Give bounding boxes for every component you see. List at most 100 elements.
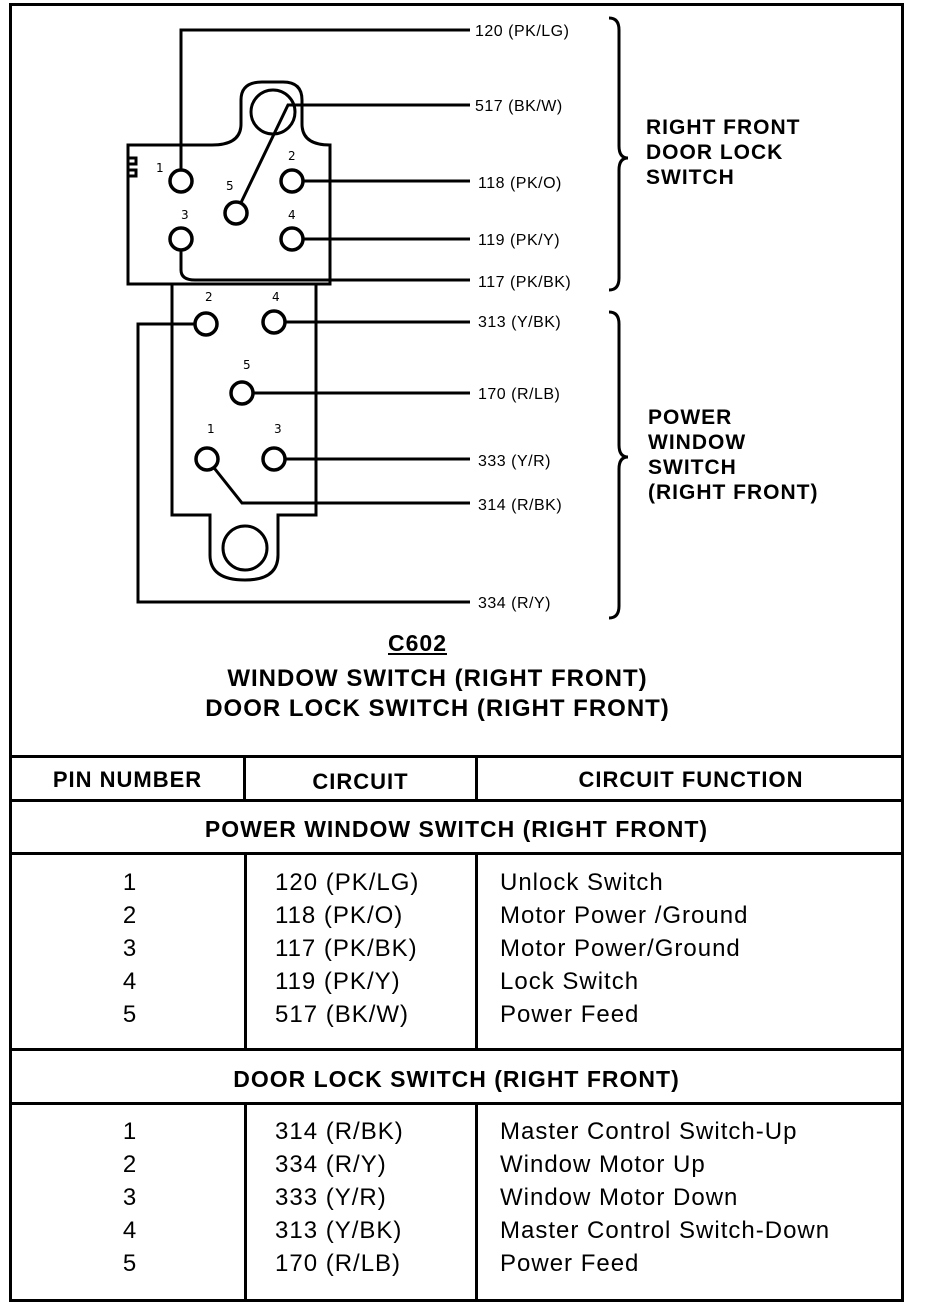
header-rule: [9, 799, 904, 802]
col-divider: [475, 852, 478, 1050]
wire-label: 120 (PK/LG): [475, 23, 569, 40]
table-cell-function: Power Feed: [500, 1001, 640, 1028]
table-cell-function: Lock Switch: [500, 968, 640, 995]
door-lock-group-label: SWITCH: [646, 166, 735, 189]
lower-pin-4: [261, 309, 287, 335]
table-cell-pin: 5: [122, 1250, 138, 1277]
wire-label: 333 (Y/R): [478, 453, 551, 470]
table-cell-function: Motor Power /Ground: [500, 902, 749, 929]
window-group-label: WINDOW: [648, 431, 746, 454]
table-cell-pin: 1: [122, 869, 138, 896]
function-column: Unlock Switch Motor Power /Ground Motor …: [500, 866, 900, 1031]
section1-rule: [9, 852, 904, 855]
lower-pin-5-number: 5: [243, 358, 251, 372]
table-cell-function: Window Motor Down: [500, 1184, 739, 1211]
lower-pin-1-number: 1: [207, 422, 215, 436]
wire-label: 517 (BK/W): [475, 98, 563, 115]
table-cell-circuit: 117 (PK/BK): [275, 935, 418, 962]
wire-label: 313 (Y/BK): [478, 314, 561, 331]
table-cell-function: Motor Power/Ground: [500, 935, 741, 962]
section-title-window: POWER WINDOW SWITCH (RIGHT FRONT): [204, 816, 709, 842]
table-cell-circuit: 120 (PK/LG): [275, 869, 420, 896]
upper-pin-5-number: 5: [226, 179, 234, 193]
table-cell-pin: 3: [122, 1184, 138, 1211]
table-cell-circuit: 333 (Y/R): [275, 1184, 387, 1211]
door-lock-group-label: DOOR LOCK: [646, 141, 783, 164]
circuit-column: 120 (PK/LG) 118 (PK/O) 117 (PK/BK) 119 (…: [275, 866, 475, 1031]
lower-pin-4-number: 4: [272, 290, 280, 304]
table-cell-pin: 5: [122, 1001, 138, 1028]
upper-pin-1: [168, 168, 194, 194]
table-cell-pin: 4: [122, 968, 138, 995]
lower-pin-1: [194, 446, 220, 472]
table-top-rule: [9, 755, 904, 758]
col-divider: [475, 755, 478, 802]
table-cell-function: Power Feed: [500, 1250, 640, 1277]
lower-pin-2-number: 2: [205, 290, 213, 304]
pin-column: 1 2 3 4 5: [95, 866, 165, 1031]
door-lock-brace: [608, 16, 629, 292]
pin-column: 1 2 3 4 5: [95, 1115, 165, 1280]
function-column: Master Control Switch-Up Window Motor Up…: [500, 1115, 900, 1280]
upper-pin-3-number: 3: [181, 208, 189, 222]
header-circuit-function: CIRCUIT FUNCTION: [578, 767, 804, 792]
connector-title-line2: DOOR LOCK SWITCH (RIGHT FRONT): [205, 695, 670, 722]
table-cell-pin: 3: [122, 935, 138, 962]
col-divider: [475, 1102, 478, 1299]
table-cell-circuit: 119 (PK/Y): [275, 968, 401, 995]
table-cell-pin: 2: [122, 902, 138, 929]
header-pin-number: PIN NUMBER: [52, 767, 203, 792]
table-cell-function: Window Motor Up: [500, 1151, 706, 1178]
upper-pin-5: [223, 200, 249, 226]
wire-label: 119 (PK/Y): [478, 232, 560, 249]
upper-pin-1-number: 1: [156, 161, 164, 175]
col-divider: [243, 755, 246, 802]
table-cell-circuit: 313 (Y/BK): [275, 1217, 403, 1244]
window-group-label: (RIGHT FRONT): [648, 481, 818, 504]
col-divider: [244, 1102, 247, 1299]
wire-label: 334 (R/Y): [478, 595, 551, 612]
upper-pin-2-number: 2: [288, 149, 296, 163]
lower-pin-3-number: 3: [274, 422, 282, 436]
table-cell-pin: 1: [122, 1118, 138, 1145]
table-cell-circuit: 334 (R/Y): [275, 1151, 387, 1178]
connector-title-line1: WINDOW SWITCH (RIGHT FRONT): [227, 665, 648, 692]
table-cell-circuit: 170 (R/LB): [275, 1250, 402, 1277]
upper-pin-2: [279, 168, 305, 194]
lower-connector-body: [170, 284, 318, 582]
key-tab: [128, 156, 138, 178]
upper-connector-body: [126, 80, 332, 286]
door-lock-group-label: RIGHT FRONT: [646, 116, 800, 139]
connector-diagram: 1 2 3 4 5 1 2 3 4 5 120 (PK/LG) 517 (BK/…: [126, 16, 818, 620]
wire-label: 314 (R/BK): [478, 497, 562, 514]
wire-label: 117 (PK/BK): [478, 274, 571, 291]
table-cell-pin: 4: [122, 1217, 138, 1244]
wire-label: 170 (R/LB): [478, 386, 560, 403]
diagram-frame: [9, 3, 904, 1302]
circuit-column: 314 (R/BK) 334 (R/Y) 333 (Y/R) 313 (Y/BK…: [275, 1115, 475, 1280]
table-cell-circuit: 517 (BK/W): [275, 1001, 410, 1028]
lower-pin-5: [229, 380, 255, 406]
window-group-label: POWER: [648, 406, 732, 429]
table-cell-function: Unlock Switch: [500, 869, 664, 896]
upper-pin-3: [168, 226, 194, 252]
section-title-door-lock: DOOR LOCK SWITCH (RIGHT FRONT): [233, 1066, 680, 1092]
connector-id: C602: [388, 630, 447, 656]
table-cell-function: Master Control Switch-Up: [500, 1118, 798, 1145]
lower-pin-2: [193, 311, 219, 337]
window-group-label: SWITCH: [648, 456, 737, 479]
section2-top-rule: [9, 1048, 904, 1051]
col-divider: [244, 852, 247, 1050]
section2-rule: [9, 1102, 904, 1105]
upper-pin-4-number: 4: [288, 208, 296, 222]
wire-label: 118 (PK/O): [478, 175, 562, 192]
mounting-hole-top: [249, 88, 297, 136]
table-cell-pin: 2: [122, 1151, 138, 1178]
table-cell-circuit: 118 (PK/O): [275, 902, 404, 929]
upper-pin-4: [279, 226, 305, 252]
window-brace: [608, 310, 629, 620]
table-cell-circuit: 314 (R/BK): [275, 1118, 404, 1145]
table-cell-function: Master Control Switch-Down: [500, 1217, 831, 1244]
mounting-hole-bottom: [221, 524, 269, 572]
header-circuit: CIRCUIT: [312, 769, 409, 794]
